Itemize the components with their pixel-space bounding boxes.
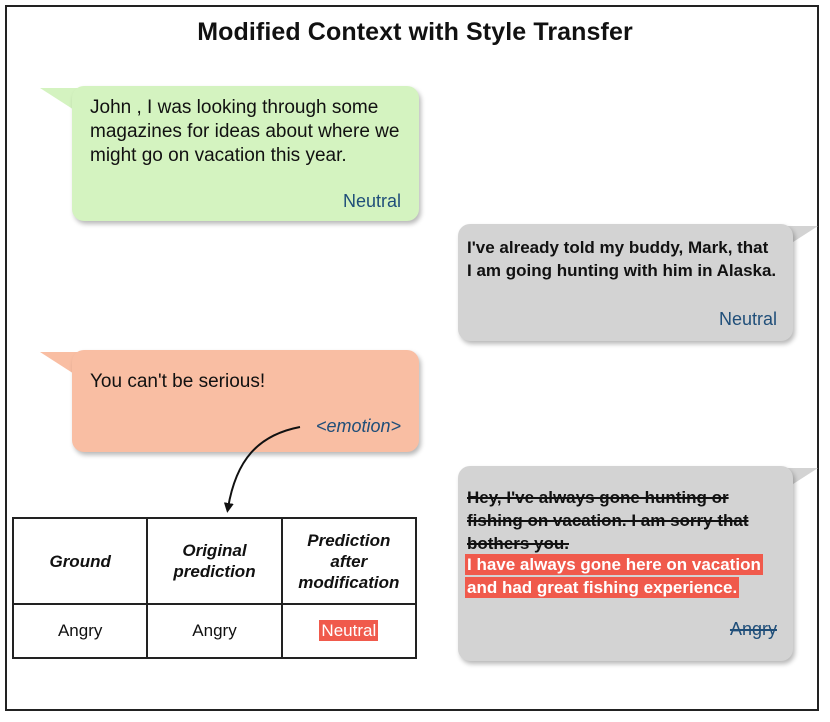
header-prediction-after-modification: Prediction after modification [280,517,418,605]
cell-prediction-after-modification: Neutral [280,603,418,659]
header-original-prediction-label: Original prediction [173,541,256,581]
bubble-4-emotion-struck: Angry [729,619,777,639]
bubble-4-new-text: I have always gone here on vacation and … [465,553,785,599]
bubble-gray-neutral: I've already told my buddy, Mark, that I… [458,224,793,341]
bubble-2-text: I've already told my buddy, Mark, that I… [467,238,777,280]
prediction-table: Ground Original prediction Prediction af… [11,517,418,659]
header-ground: Ground [11,517,149,605]
diagram-frame [5,5,819,711]
header-prediction-after-modification-label: Prediction after modification [298,530,400,592]
cell-original-prediction: Angry [146,603,283,659]
diagram-title: Modified Context with Style Transfer [197,18,633,46]
bubble-4-struck-text: Hey, I've always gone hunting or fishing… [467,488,749,553]
table-header-row: Ground Original prediction Prediction af… [11,517,418,605]
cell-ground: Angry [11,603,149,659]
table-row: Angry Angry Neutral [11,603,418,659]
cell-prediction-after-modification-value: Neutral [319,620,379,641]
bubble-green-neutral: John , I was looking through some magazi… [72,86,419,221]
bubble-3-emotion-placeholder: <emotion> [315,416,401,436]
bubble-1-text: John , I was looking through some magazi… [90,97,400,166]
bubble-3-text: You can't be serious! [90,371,266,392]
bubble-2-emotion: Neutral [718,309,777,329]
header-original-prediction: Original prediction [146,517,283,605]
bubble-1-emotion: Neutral [342,191,401,211]
bubble-salmon-emotion: You can't be serious! <emotion> [72,350,419,452]
bubble-gray-modified: Hey, I've always gone hunting or fishing… [458,466,793,661]
